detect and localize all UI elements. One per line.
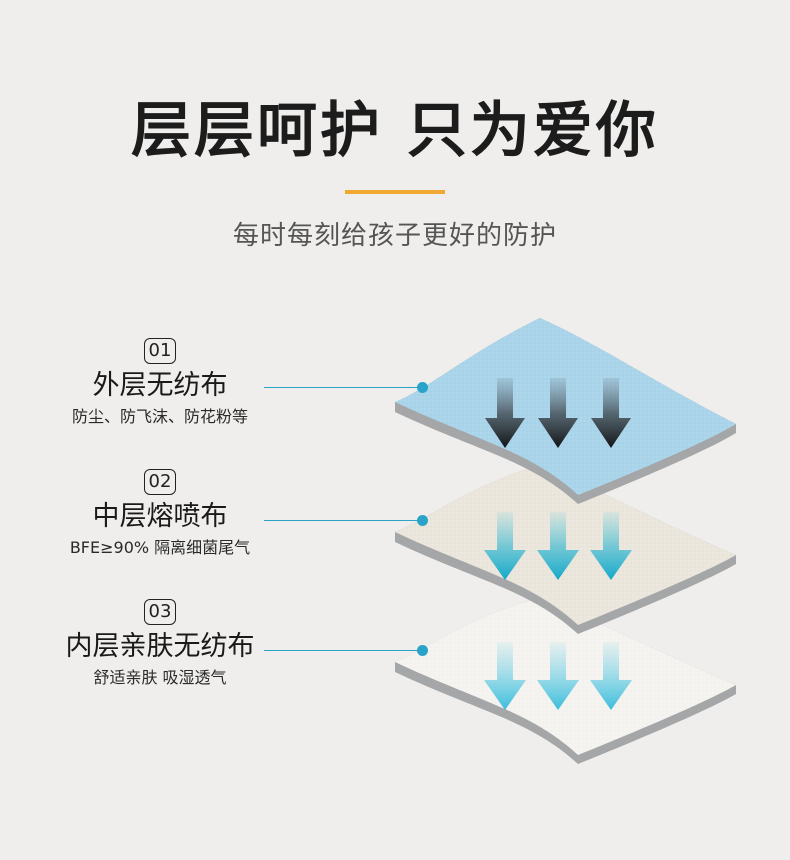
layer-label-middle: 02 中层熔喷布 BFE≥90% 隔离细菌尾气 — [40, 469, 280, 559]
layer-label-outer: 01 外层无纺布 防尘、防飞沫、防花粉等 — [40, 338, 280, 428]
connector-dot — [417, 515, 428, 526]
dark-down-arrow-icon — [485, 378, 631, 448]
page-title: 层层呵护 只为爱你 — [131, 96, 659, 166]
connector-dot — [417, 382, 428, 393]
teal-down-arrow-icon — [484, 512, 632, 580]
layer-label-inner: 03 内层亲肤无纺布 舒适亲肤 吸湿透气 — [40, 599, 280, 689]
page-subtitle: 每时每刻给孩子更好的防护 — [232, 221, 557, 251]
connector-dot — [417, 645, 428, 656]
layer-connector-line — [264, 645, 428, 656]
layer-connector-line — [264, 515, 428, 526]
layer-name: 中层熔喷布 — [92, 501, 228, 532]
layer-number-badge: 03 — [144, 599, 176, 625]
layer-description: 舒适亲肤 吸湿透气 — [93, 668, 227, 687]
title-accent-line — [345, 190, 445, 194]
layer-number-badge: 01 — [144, 338, 176, 364]
layer-number-badge: 02 — [144, 469, 176, 495]
layer-name: 内层亲肤无纺布 — [65, 631, 255, 662]
layer-name: 外层无纺布 — [92, 370, 228, 401]
light-blue-down-arrow-icon — [484, 642, 632, 710]
layer-description: 防尘、防飞沫、防花粉等 — [71, 407, 248, 426]
layer-connector-line — [264, 382, 428, 393]
layer-description: BFE≥90% 隔离细菌尾气 — [69, 538, 251, 557]
